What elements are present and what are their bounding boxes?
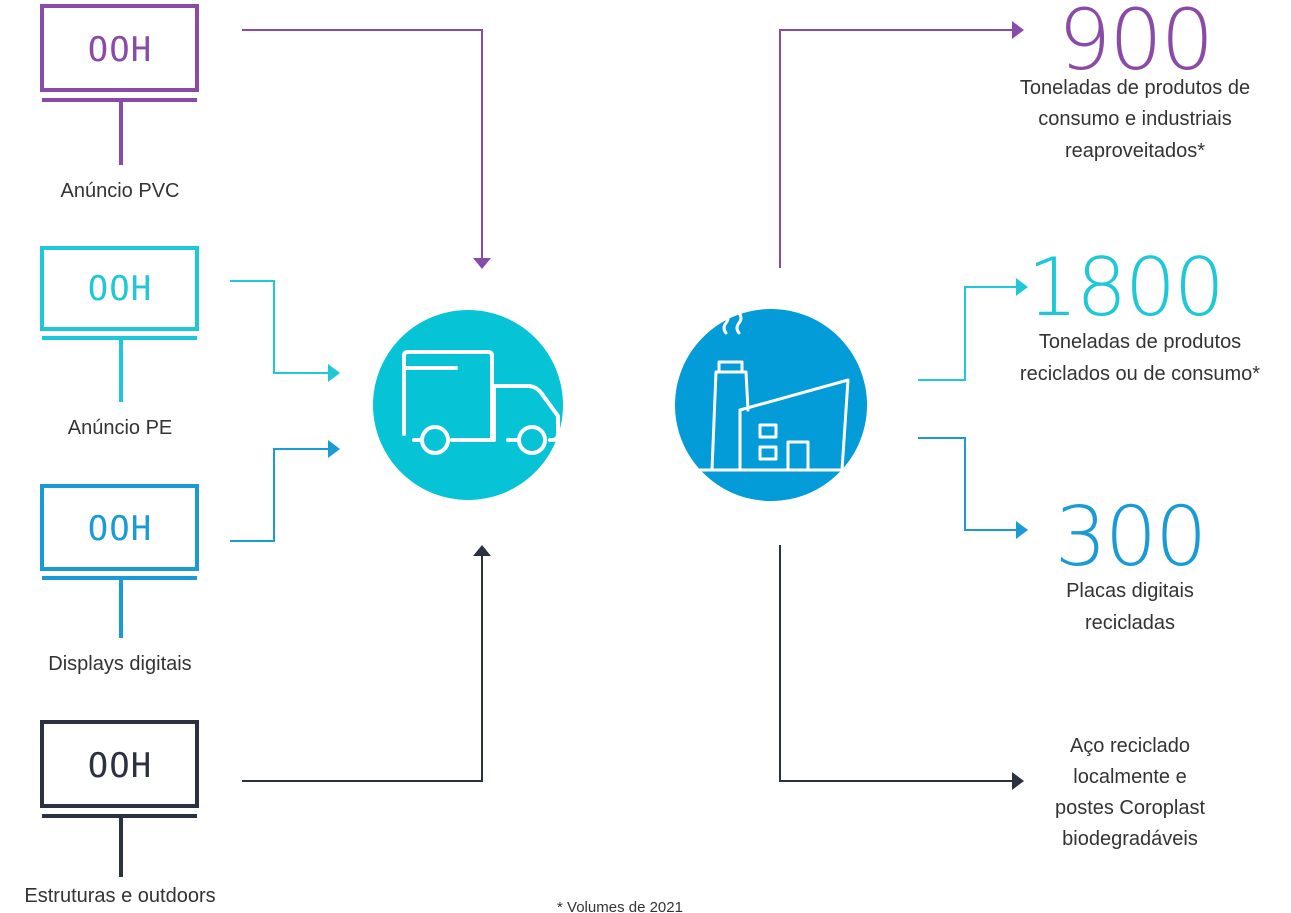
- outcome-desc-1800-line1: Toneladas de produtos: [1038, 331, 1242, 353]
- outcome-value-1800: 1800: [1027, 241, 1225, 334]
- recycling-factory-icon: [698, 301, 852, 472]
- outcome-value-300: 300: [1054, 490, 1208, 585]
- source-sign-text-structures: OOH: [88, 746, 152, 786]
- arrow-structures-to-truck: [242, 545, 491, 782]
- source-label-pe: Anúncio PE: [67, 417, 173, 439]
- factory-hub-circle: [675, 309, 867, 501]
- arrow-factory-to-300: [918, 437, 1028, 539]
- footnote: * Volumes de 2021: [557, 899, 683, 913]
- arrow-digital-to-truck: [230, 440, 340, 542]
- source-sign-text-pe: OOH: [88, 269, 152, 309]
- outcome-desc-900-line1: Toneladas de produtos de: [1019, 77, 1251, 99]
- outcome-desc-1800-line2: reciclados ou de consumo*: [1019, 363, 1261, 385]
- source-sign-text-digital: OOH: [88, 509, 152, 549]
- arrow-factory-to-1800: [918, 278, 1028, 381]
- arrow-pvc-to-truck: [242, 29, 491, 269]
- source-sign-pvc: [40, 4, 199, 165]
- source-sign-structures: [40, 720, 199, 877]
- source-label-digital: Displays digitais: [48, 653, 192, 675]
- outcome-desc-steel-line4: biodegradáveis: [1062, 828, 1198, 850]
- source-label-structures: Estruturas e outdoors: [24, 885, 216, 907]
- outcome-value-900: 900: [1057, 0, 1214, 89]
- arrow-factory-to-900: [779, 21, 1024, 268]
- delivery-truck-icon: [402, 350, 560, 455]
- outcome-desc-300-line1: Placas digitais: [1066, 580, 1194, 602]
- truck-hub-circle: [373, 310, 563, 500]
- source-label-pvc: Anúncio PVC: [60, 180, 180, 202]
- source-sign-pe: [40, 246, 199, 402]
- source-sign-text-pvc: OOH: [88, 30, 152, 70]
- source-sign-digital: [40, 484, 199, 638]
- arrow-pe-to-truck: [230, 280, 340, 382]
- outcome-desc-900-line2: consumo e industriais: [1038, 108, 1232, 130]
- outcome-desc-steel-line1: Aço reciclado: [1069, 735, 1191, 757]
- arrow-factory-to-steel: [779, 545, 1024, 790]
- outcome-desc-steel-line2: localmente e: [1073, 766, 1187, 788]
- outcome-desc-steel-line3: postes Coroplast: [1054, 797, 1206, 819]
- outcome-desc-900-line3: reaproveitados*: [1064, 140, 1206, 162]
- outcome-desc-300-line2: recicladas: [1084, 612, 1176, 634]
